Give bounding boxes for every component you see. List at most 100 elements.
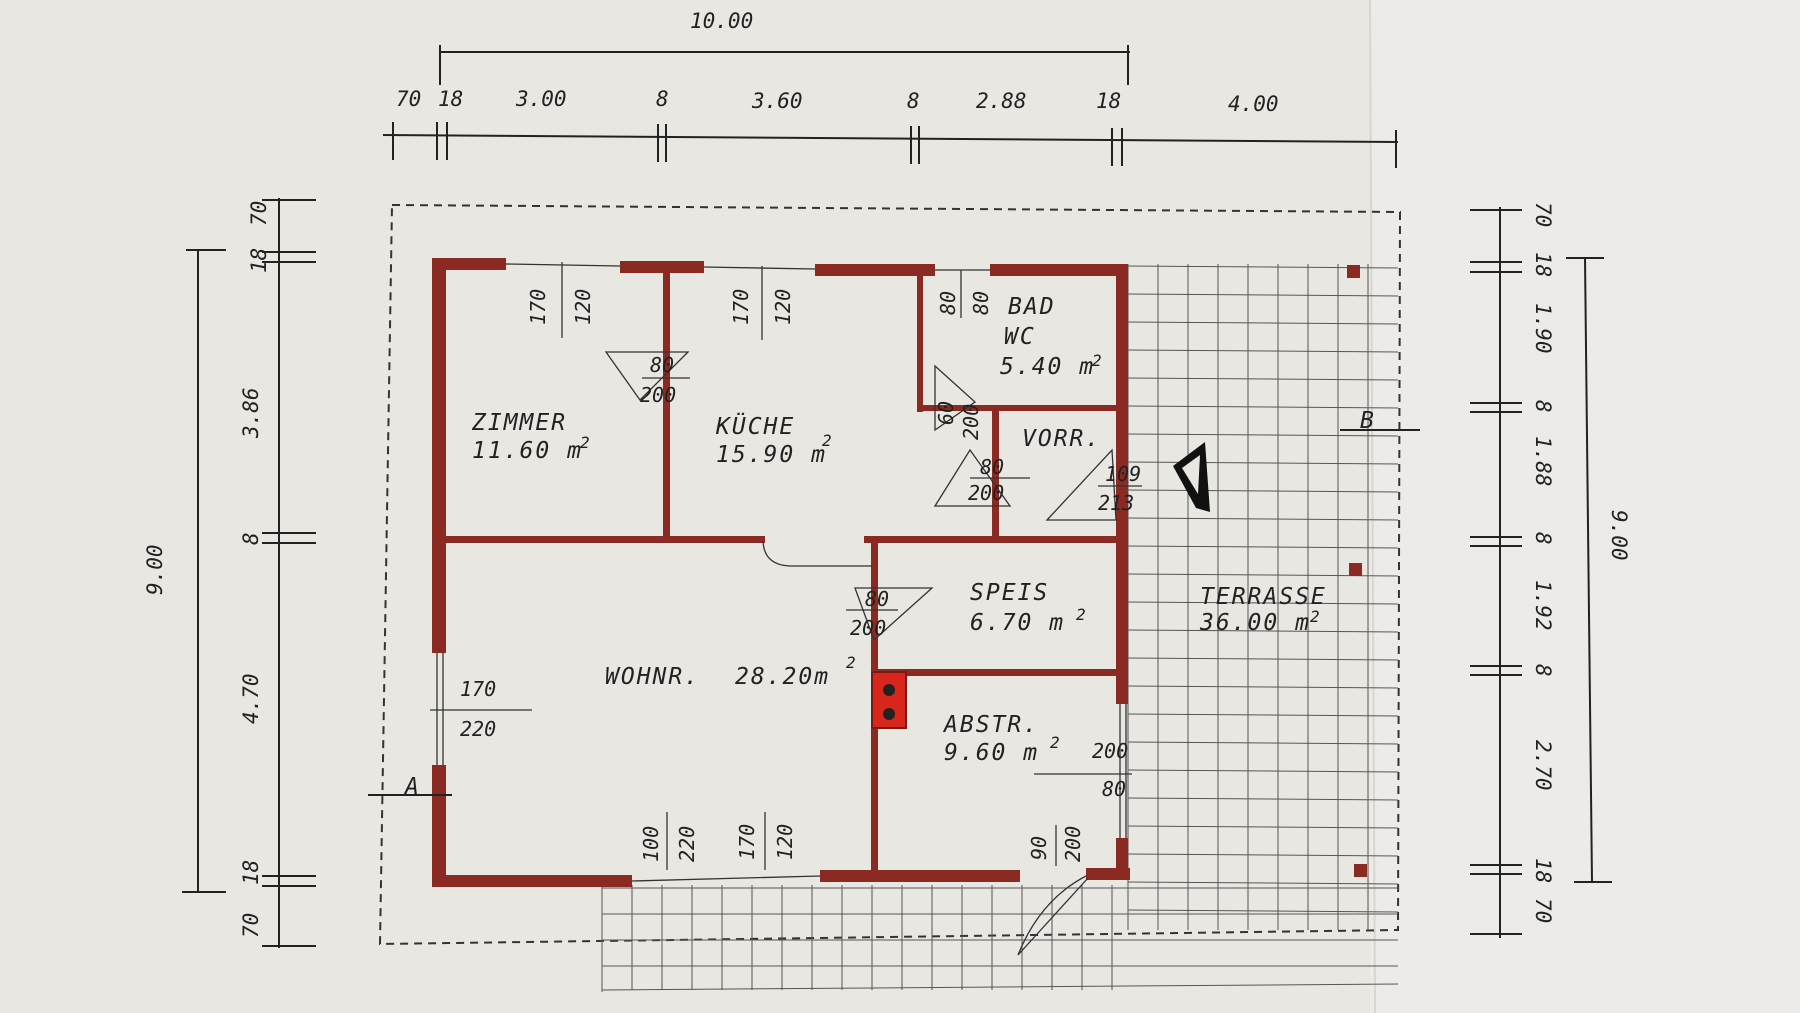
win-bad-w: 80: [936, 291, 960, 315]
win-wohn-left-h: 220: [460, 717, 496, 741]
dim-top-5: 3.60: [751, 89, 803, 113]
win-bad-h: 80: [969, 291, 993, 315]
dim-left-6: 18: [239, 860, 263, 885]
dim-left-3: 3.86: [239, 387, 263, 439]
dim-overall-top: 10.00: [690, 9, 753, 33]
window-line: [703, 266, 816, 270]
dim-top-3: 3.00: [515, 87, 567, 111]
room-wohnr-area: 28.20m: [735, 664, 830, 690]
terrace-post: [1349, 563, 1362, 576]
dim-top-7: 2.88: [976, 89, 1027, 113]
dim-left-2: 18: [247, 248, 271, 273]
room-wohnr-name: WOHNR.: [605, 664, 700, 690]
wall-top-seg: [438, 258, 506, 270]
dim-line-right-total: [1584, 257, 1593, 883]
room-zimmer-sup: 2: [580, 433, 592, 452]
dim-right-9: 2.70: [1531, 740, 1555, 791]
opening-annotations: 170 120 170 120 80 80 80 200 60 200 80 2…: [430, 262, 1210, 956]
dim-right-8: 8: [1531, 664, 1555, 677]
dim-left-7: 70: [239, 913, 263, 938]
dim-right-10: 18: [1531, 858, 1555, 883]
room-speis-area: 6.70 m: [970, 610, 1065, 636]
paper-fold-right: [1370, 0, 1800, 1013]
dim-right-11: 70: [1531, 898, 1555, 923]
dim-ticks-left: [262, 199, 316, 947]
room-abstr-sup: 2: [1050, 733, 1062, 752]
room-bad-name: BAD: [1008, 294, 1056, 320]
win-wohn-b1-w: 100: [639, 826, 663, 862]
wall-bad-vorr: [917, 405, 1117, 411]
left-dimensions: 9.00 70 18 3.86 8 4.70 18 70: [143, 198, 316, 948]
dim-top-8: 18: [1096, 89, 1121, 113]
roof-outline: [378, 203, 1402, 946]
room-wohnr-sup: 2: [846, 653, 858, 672]
dim-right-2: 18: [1531, 252, 1555, 277]
terrace-post: [1354, 864, 1367, 877]
door-speis-w: 80: [865, 587, 889, 611]
dim-top-1: 70: [396, 87, 421, 111]
win-zimmer-w: 170: [526, 289, 550, 325]
dim-right-5: 1.88: [1531, 436, 1555, 487]
door-bad-h: 200: [959, 404, 983, 440]
dim-right-1: 70: [1531, 202, 1555, 227]
dim-left-1: 70: [247, 201, 271, 226]
dim-right-7: 1.92: [1531, 580, 1555, 631]
win-wohn-b2-w: 170: [735, 824, 759, 860]
door-zimmer-w: 80: [650, 353, 674, 377]
room-zimmer-name: ZIMMER: [471, 410, 567, 436]
room-terrasse-area: 36.00 m: [1199, 610, 1311, 636]
room-kueche-sup: 2: [822, 431, 834, 450]
room-kueche-name: KÜCHE: [715, 412, 795, 440]
chimney: [871, 671, 907, 729]
room-terrasse-name: TERRASSE: [1200, 584, 1327, 610]
dim-left-4: 8: [239, 532, 263, 545]
room-zimmer-area: 11.60 m: [472, 438, 583, 464]
room-speis-sup: 2: [1076, 605, 1088, 624]
wall-speis-abstr: [875, 669, 1120, 676]
door-abstr-bottom-w: 90: [1027, 836, 1051, 860]
wall-zimmer-wohn: [445, 536, 765, 543]
dim-left-5: 4.70: [239, 673, 263, 724]
door-bad-w: 60: [934, 401, 958, 425]
wall-vorr-kueche: [992, 405, 999, 540]
dim-right-6: 8: [1531, 532, 1555, 545]
right-dimensions: 70 18 1.90 8 1.88 8 1.92 8 2.70 18 70 9.…: [1470, 202, 1631, 938]
room-speis-name: SPEIS: [970, 580, 1049, 606]
win-wohn-b1-h: 220: [675, 826, 699, 862]
door-abstr-side-h: 80: [1102, 777, 1126, 801]
wall-top-seg: [815, 264, 935, 276]
window-line: [631, 875, 821, 882]
exterior-walls: [432, 258, 1130, 887]
wall-bottom-seg: [432, 875, 632, 887]
terrace-post: [1347, 265, 1360, 278]
dim-ticks-top: [392, 122, 1397, 168]
section-mark-b: B: [1360, 408, 1376, 434]
room-vorr-name: VORR.: [1022, 426, 1101, 452]
dim-line-top-chain: [382, 134, 1399, 143]
dim-right-total: 9.00: [1607, 510, 1631, 561]
dim-top-4: 8: [656, 87, 669, 111]
door-zimmer-h: 200: [640, 383, 676, 407]
wall-bottom-seg: [820, 870, 1020, 882]
room-labels: ZIMMER 11.60 m 2 KÜCHE 15.90 m 2 BAD WC …: [471, 294, 1327, 766]
section-marks: A B: [368, 408, 1420, 800]
door-entry-w: 109: [1105, 462, 1141, 486]
dim-right-3: 1.90: [1531, 303, 1555, 354]
room-bad-name2: WC: [1004, 324, 1036, 350]
win-wohn-left-w: 170: [460, 677, 496, 701]
win-kueche-w: 170: [729, 289, 753, 325]
room-bad-sup: 2: [1092, 351, 1104, 370]
dim-top-6: 8: [907, 89, 920, 113]
wall-left-upper: [432, 258, 446, 653]
win-wohn-b2-h: 120: [773, 824, 797, 860]
door-swing-wohn: [762, 540, 872, 567]
room-kueche-area: 15.90 m: [716, 442, 827, 468]
wall-left-lower: [432, 765, 446, 885]
door-entry-h: 213: [1098, 491, 1134, 515]
wall-top-seg: [620, 261, 704, 273]
door-abstr-bottom-h: 200: [1061, 826, 1085, 862]
room-bad-area: 5.40 m: [1000, 354, 1095, 380]
wall-top-seg: [990, 264, 1128, 276]
room-terrasse-sup: 2: [1310, 607, 1322, 626]
